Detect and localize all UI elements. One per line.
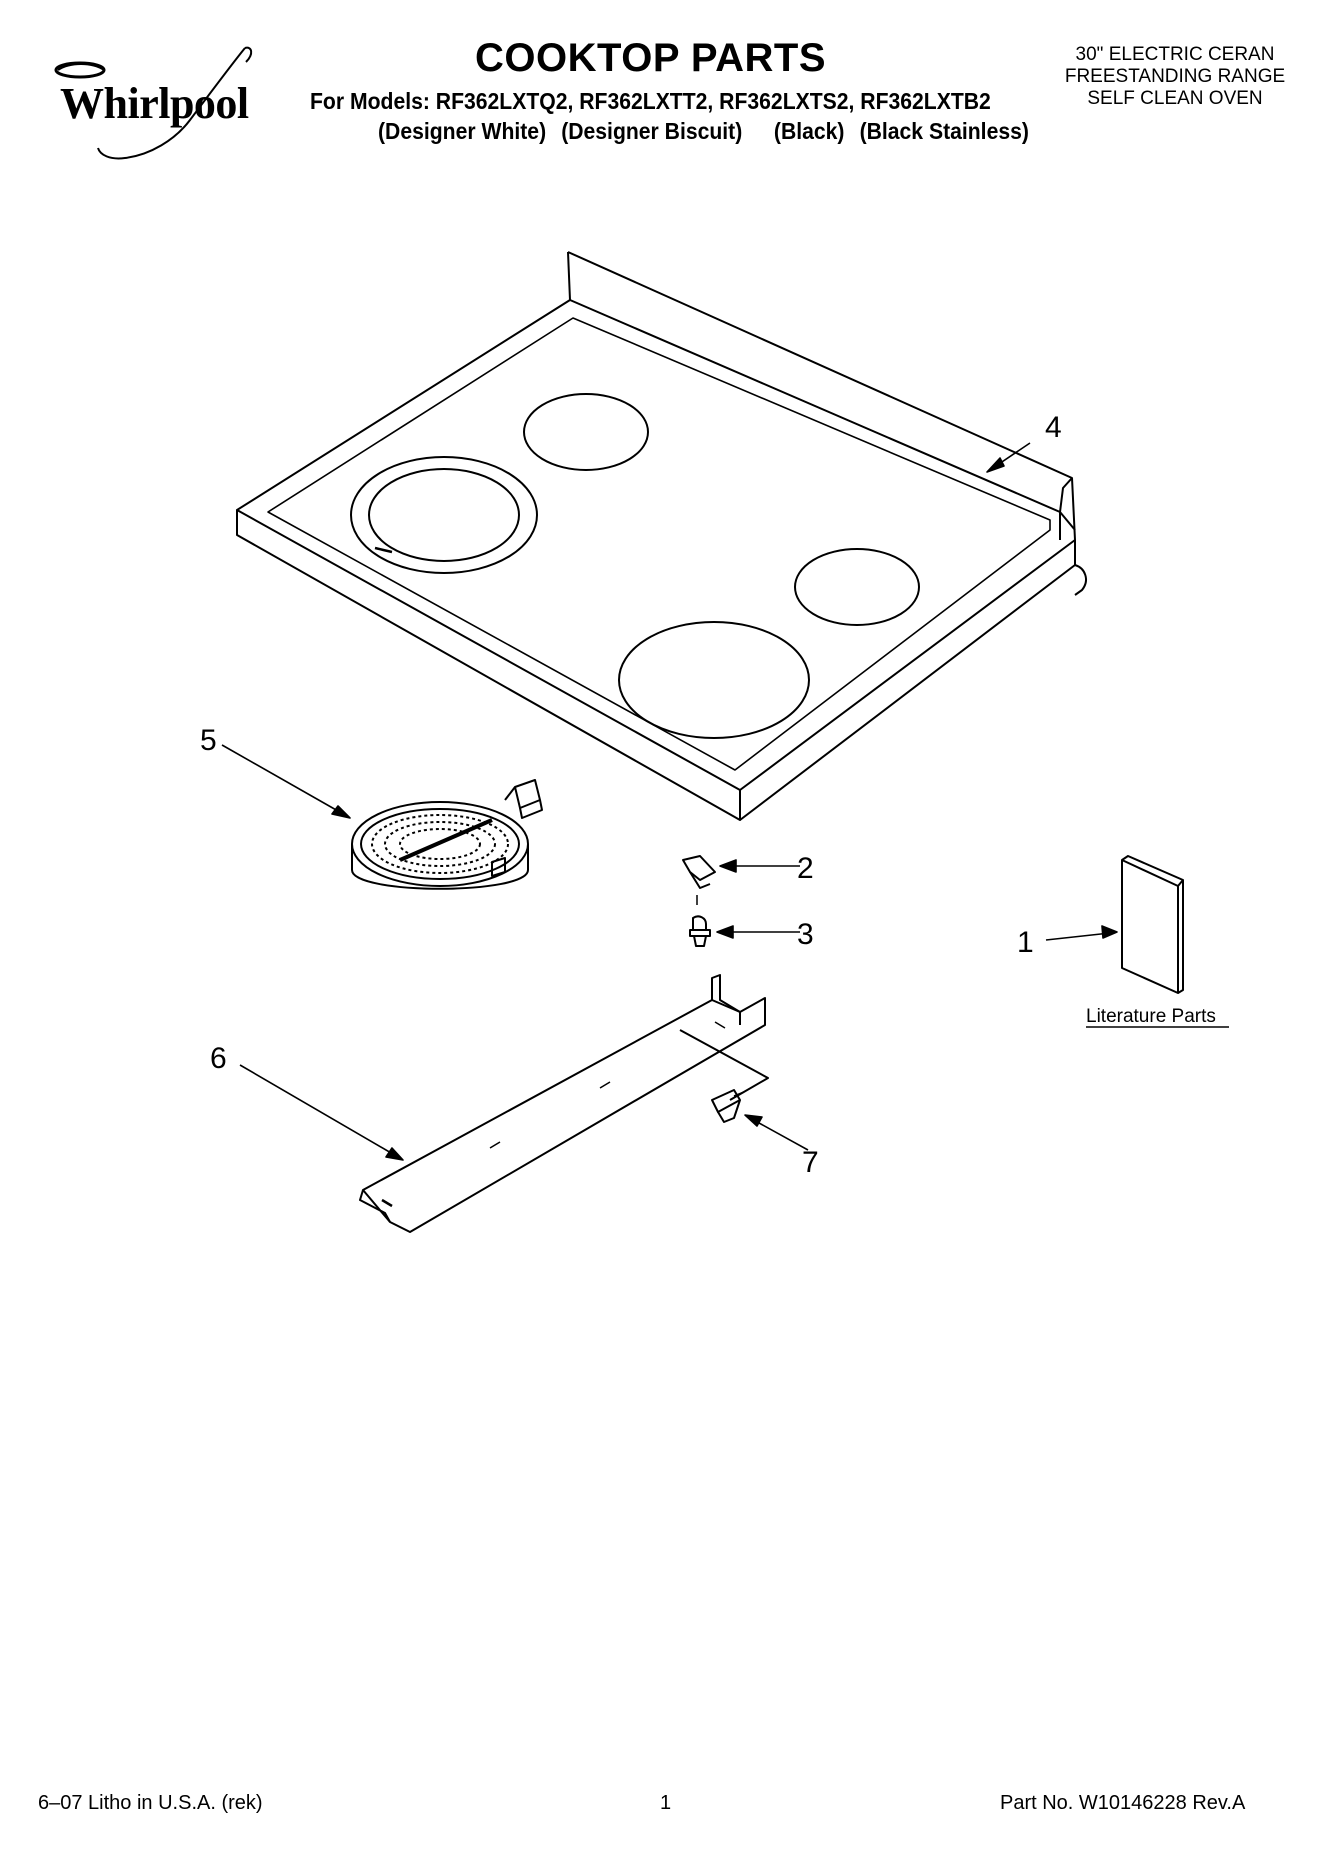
models-prefix: For Models:: [310, 88, 430, 114]
variant-black-stainless: (Black Stainless): [859, 118, 1029, 144]
product-desc-line-3: SELF CLEAN OVEN: [1087, 88, 1263, 109]
variant-black: (Black): [773, 118, 845, 144]
whirlpool-logo-icon: [54, 46, 253, 160]
screw-part-3: [689, 915, 711, 947]
screw-part-7: [711, 1089, 745, 1123]
variant-designer-biscuit: (Designer Biscuit): [561, 118, 743, 144]
callout-2: 2: [797, 852, 814, 885]
cooktop-support-bracket: [359, 974, 769, 1233]
literature-parts-label: Literature Parts: [1086, 1006, 1216, 1027]
footer-print-info: 6–07 Litho in U.S.A. (rek): [38, 1792, 263, 1814]
callout-5: 5: [200, 724, 217, 757]
variants-line: (Designer White) (Designer Biscuit) (Bla…: [378, 118, 1038, 145]
page-title: COOKTOP PARTS: [475, 36, 826, 80]
cooktop-assembly: [236, 251, 1087, 821]
brand-name: Whirlpool: [60, 79, 249, 128]
product-desc-line-2: FREESTANDING RANGE: [1064, 66, 1286, 87]
models-line: For Models: RF362LXTQ2, RF362LXTT2, RF36…: [310, 88, 991, 115]
callout-3: 3: [797, 918, 814, 951]
callout-leaders: [221, 442, 1118, 1161]
product-description: 30" ELECTRIC CERAN FREESTANDING RANGE SE…: [1040, 44, 1310, 110]
literature-book-icon: [1121, 855, 1184, 994]
footer-page-number: 1: [660, 1792, 672, 1814]
callout-4: 4: [1045, 411, 1062, 444]
product-desc-line-1: 30" ELECTRIC CERAN: [1075, 44, 1275, 65]
model-numbers: RF362LXTQ2, RF362LXTT2, RF362LXTS2, RF36…: [435, 88, 991, 114]
callout-1: 1: [1017, 926, 1034, 959]
callout-7: 7: [802, 1146, 819, 1179]
mounting-clip: [682, 855, 716, 905]
variant-designer-white: (Designer White): [378, 118, 547, 144]
callout-6: 6: [210, 1042, 227, 1075]
radiant-surface-element: [351, 779, 543, 890]
footer-part-number: Part No. W10146228 Rev.A: [1000, 1792, 1246, 1814]
